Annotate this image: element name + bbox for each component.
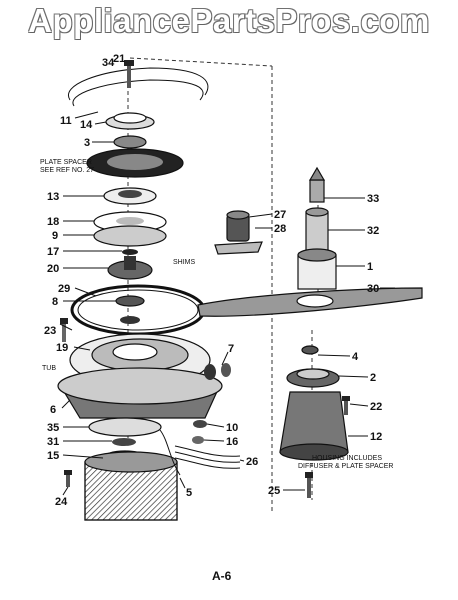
plate-spacer-27 (226, 210, 250, 242)
callout-34: 34 (102, 57, 115, 69)
callout-35: 35 (47, 422, 59, 434)
callout-5: 5 (186, 487, 192, 499)
note-see-ref: SEE REF NO. 27 (40, 167, 94, 174)
impeller-3 (113, 135, 147, 149)
callout-22: 22 (370, 401, 382, 413)
part-13 (103, 187, 157, 205)
callout-8: 8 (52, 296, 58, 308)
clip-10 (193, 420, 207, 428)
callout-29: 29 (58, 283, 70, 295)
plate-35 (88, 417, 162, 437)
callout-labels: 34 21 11 14 3 13 18 9 17 20 29 8 23 19 6… (44, 53, 382, 508)
callout-18: 18 (47, 216, 59, 228)
tub-base-6 (57, 367, 223, 419)
leader-lines (59, 111, 395, 496)
callout-17: 17 (47, 246, 59, 258)
tube-32 (305, 207, 329, 253)
wires-26 (174, 445, 241, 469)
diffuser-28 (214, 241, 263, 255)
callout-27: 27 (274, 209, 286, 221)
screw-23 (60, 318, 68, 342)
cap-14 (105, 112, 155, 130)
page-code: A-6 (212, 569, 232, 583)
nut-4 (301, 345, 319, 355)
seal-8 (115, 295, 145, 324)
callout-14: 14 (80, 119, 93, 131)
callout-1: 1 (367, 261, 373, 273)
callout-26: 26 (246, 456, 258, 468)
callout-32: 32 (367, 225, 379, 237)
callout-23: 23 (44, 325, 56, 337)
tube-1 (297, 248, 337, 290)
callout-4: 4 (352, 351, 359, 363)
callout-21: 21 (113, 53, 125, 65)
callout-7: 7 (228, 343, 234, 355)
spring-7 (204, 363, 231, 380)
note-diffuser: DIFFUSER & PLATE SPACER (298, 463, 393, 470)
callout-13: 13 (47, 191, 59, 203)
callout-6: 6 (50, 404, 56, 416)
note-shims: SHIMS (173, 259, 196, 266)
wire-5 (159, 429, 181, 476)
callout-2: 2 (370, 372, 376, 384)
screw-21 (124, 60, 134, 88)
seal-31 (112, 438, 136, 446)
callout-9: 9 (52, 230, 58, 242)
callout-20: 20 (47, 263, 59, 275)
clip-16 (192, 436, 204, 444)
note-housing-includes: HOUSING INCLUDES (312, 455, 382, 462)
callout-3: 3 (84, 137, 90, 149)
screw-22 (342, 396, 350, 415)
ring-17 (122, 249, 138, 255)
plate-spacer (86, 148, 184, 178)
callout-25: 25 (268, 485, 280, 497)
note-plate-spacer: PLATE SPACER (40, 159, 92, 166)
screw-25 (305, 472, 313, 498)
nozzle-33 (308, 166, 326, 203)
callout-30: 30 (367, 283, 379, 295)
callout-16: 16 (226, 436, 238, 448)
screw-24 (64, 470, 72, 487)
callout-28: 28 (274, 223, 286, 235)
callout-15: 15 (47, 450, 59, 462)
note-tub: TUB (42, 365, 56, 372)
callout-10: 10 (226, 422, 238, 434)
callout-33: 33 (367, 193, 379, 205)
seal-ring-29 (70, 284, 206, 336)
callout-11: 11 (60, 115, 72, 127)
spray-arm-30 (197, 287, 423, 317)
housing-12 (279, 391, 349, 461)
callout-31: 31 (47, 436, 59, 448)
callout-12: 12 (370, 431, 382, 443)
callout-24: 24 (55, 496, 68, 508)
impeller-20 (107, 256, 153, 280)
watermark: AppliancePartsPros.com (28, 2, 430, 39)
motor (84, 451, 178, 521)
diagram-notes: PLATE SPACER SEE REF NO. 27 SHIMS TUB HO… (40, 159, 393, 470)
plate-9 (93, 225, 167, 247)
heating-element (67, 67, 209, 107)
seal-2 (286, 368, 340, 388)
callout-19: 19 (56, 342, 68, 354)
